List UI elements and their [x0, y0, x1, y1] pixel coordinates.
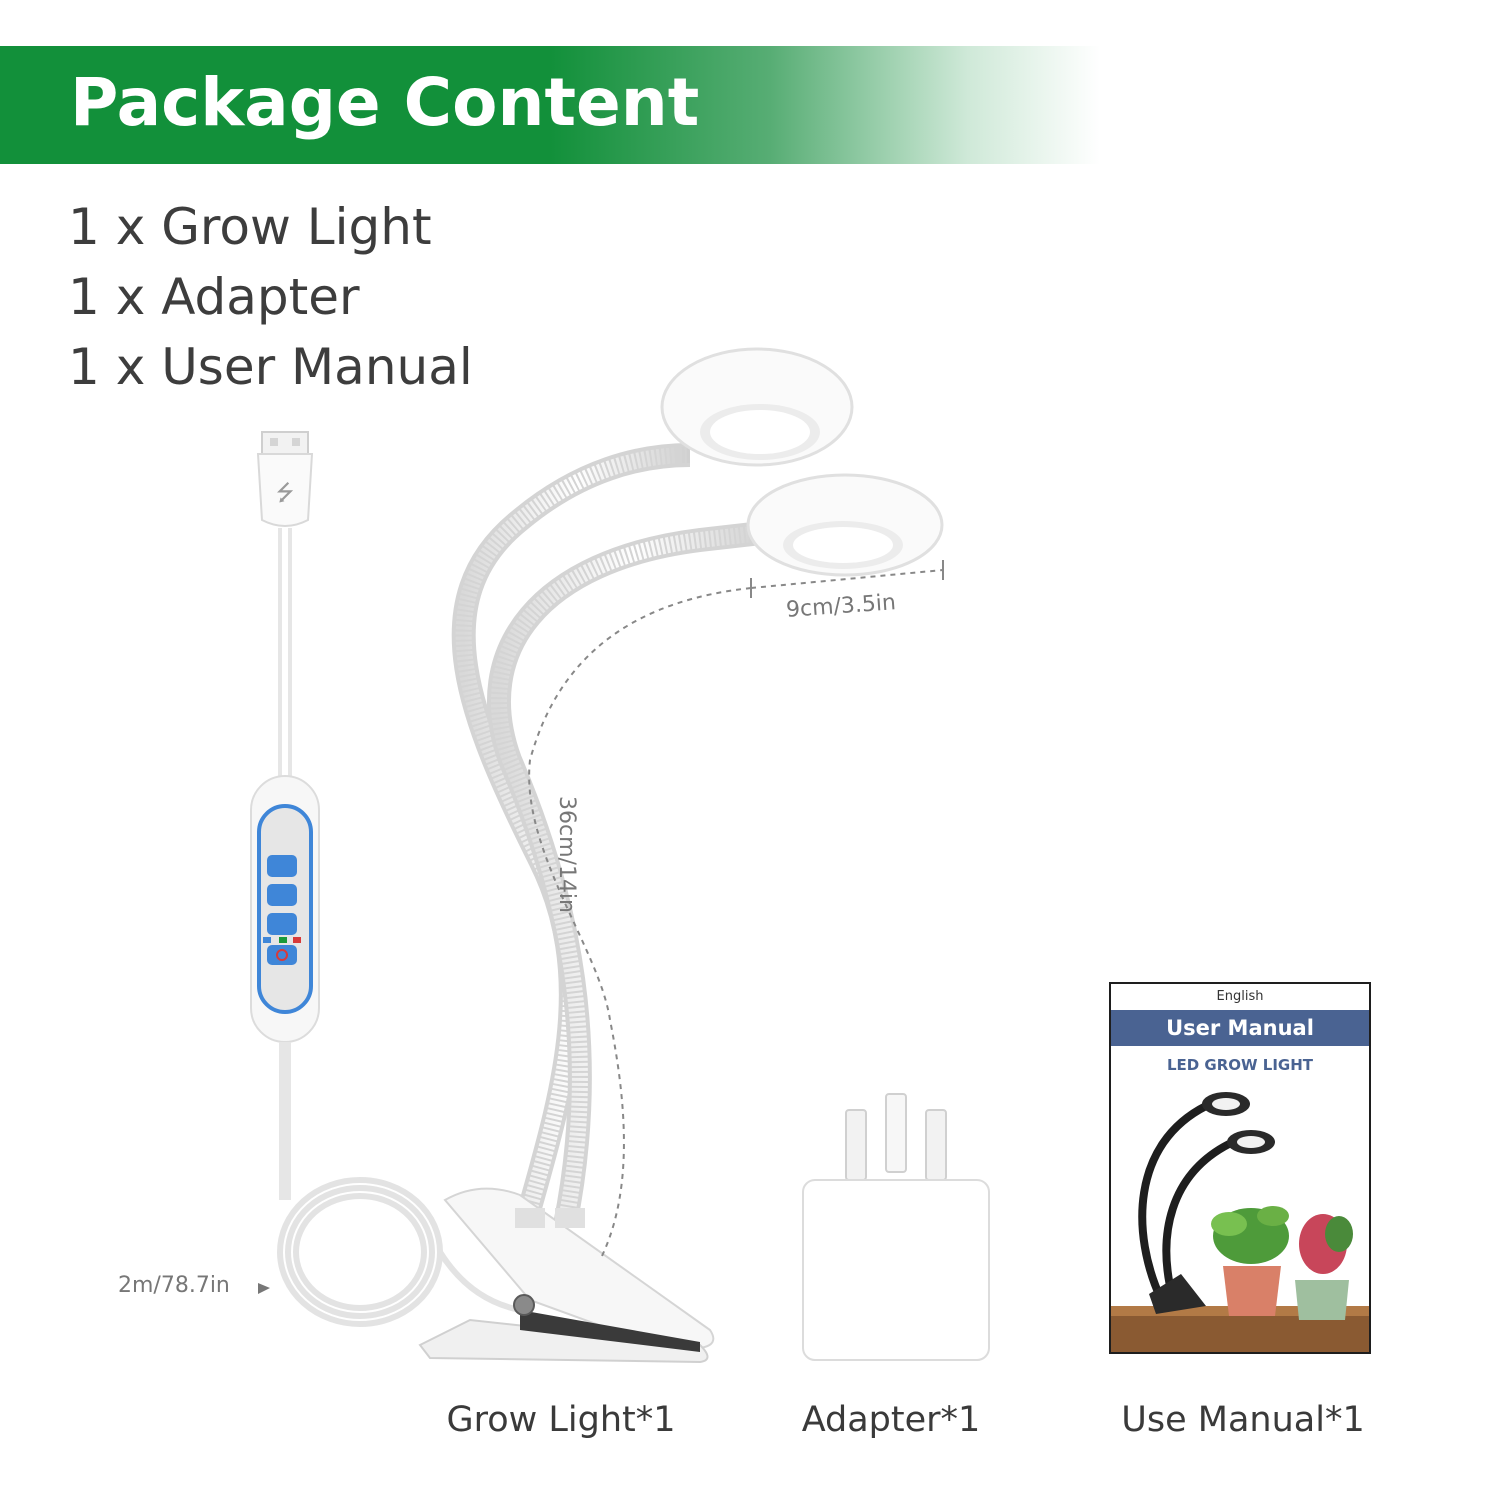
page-title: Package Content — [70, 64, 700, 141]
header-banner: Package Content — [0, 46, 1100, 164]
remote-controller — [250, 775, 320, 1043]
light-ring-lower — [746, 473, 944, 577]
cable-length-label: 2m/78.7in — [118, 1273, 230, 1298]
package-contents-list: 1 x Grow Light 1 x Adapter 1 x User Manu… — [68, 192, 473, 402]
list-item: 1 x Adapter — [68, 268, 360, 326]
svg-text:⭍: ⭍ — [276, 481, 294, 506]
light-ring-upper — [660, 347, 854, 467]
list-item: 1 x User Manual — [68, 338, 473, 396]
list-item: 1 x Grow Light — [68, 198, 432, 256]
coiled-cable — [277, 1177, 521, 1327]
gooseneck-length-marker — [528, 587, 752, 1261]
gooseneck-length-label: 36cm/14in — [553, 796, 579, 913]
manual-title: User Manual — [1111, 1010, 1369, 1046]
user-manual-cover: English User Manual LED GROW LIGHT — [1109, 982, 1371, 1354]
caption-grow-light: Grow Light*1 — [446, 1400, 676, 1440]
caption-adapter: Adapter*1 — [801, 1400, 981, 1440]
clamp-clip — [418, 1187, 715, 1364]
usb-plug-icon: ⭍ — [256, 431, 314, 527]
caption-manual: Use Manual*1 — [1121, 1400, 1365, 1440]
manual-subtitle: LED GROW LIGHT — [1166, 1056, 1314, 1074]
power-adapter — [802, 1093, 990, 1361]
manual-language: English — [1216, 989, 1264, 1004]
cable-pointer-icon — [258, 1283, 270, 1294]
manual-cover-image — [1111, 1092, 1369, 1352]
